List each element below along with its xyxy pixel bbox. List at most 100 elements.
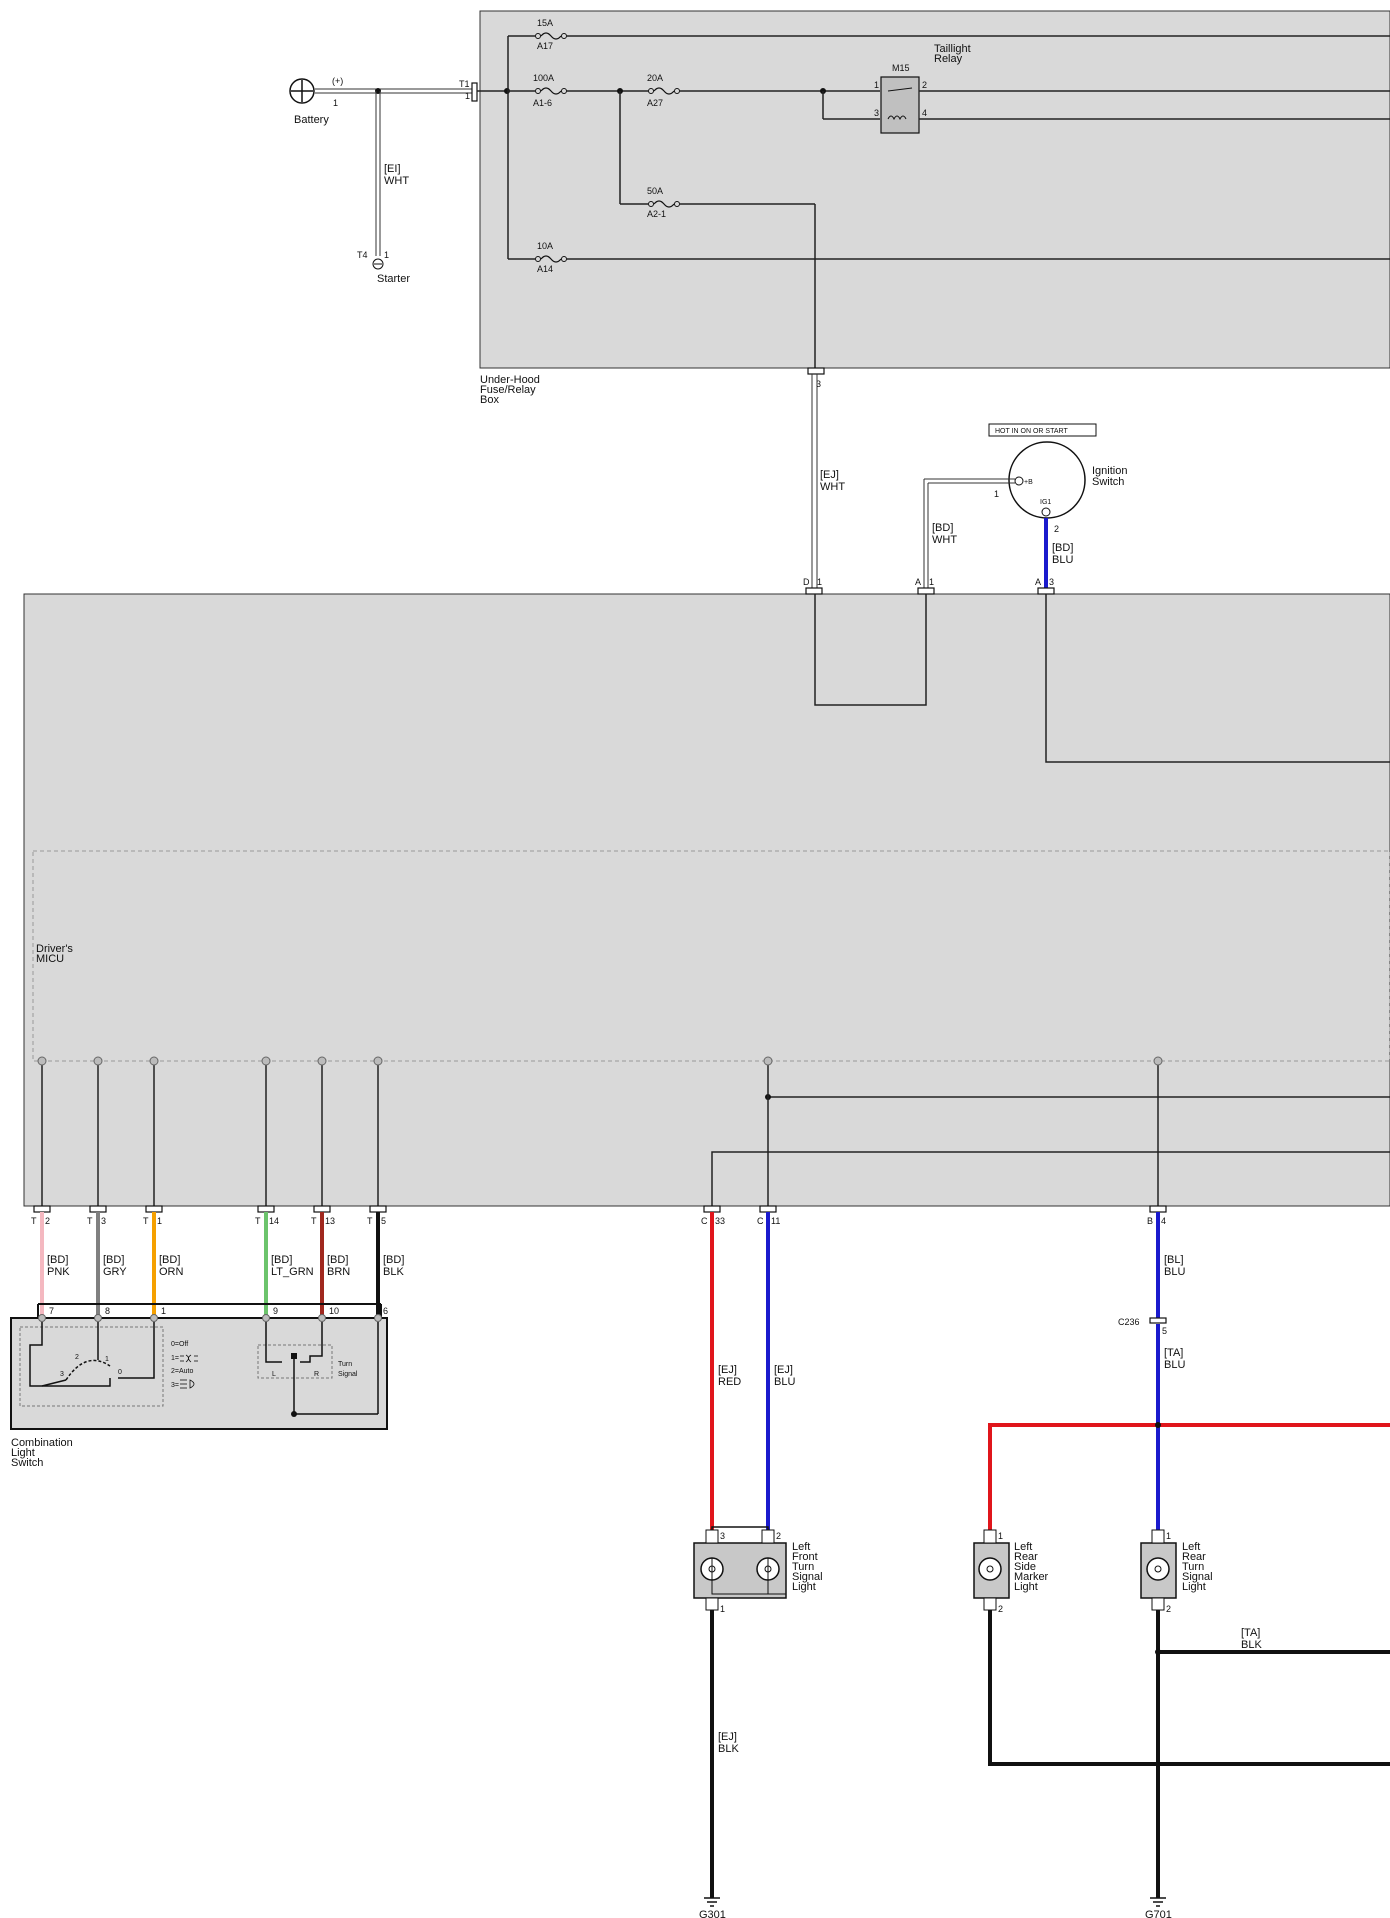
fuse-a14-id: A14 bbox=[537, 264, 553, 274]
starter-wire-code: [EI] bbox=[384, 163, 401, 175]
bulb-icon bbox=[978, 1557, 1002, 1581]
connector-letter: T bbox=[367, 1216, 373, 1226]
wire-code: [BD] bbox=[103, 1254, 124, 1266]
micu-name-1: Driver's bbox=[36, 943, 73, 955]
fuse-a2-1-rating: 50A bbox=[647, 186, 663, 196]
wire-code: [BD] bbox=[327, 1254, 348, 1266]
svg-text:6: 6 bbox=[383, 1306, 388, 1316]
rotary-position-0: 0 bbox=[118, 1369, 122, 1376]
turn-l: L bbox=[272, 1371, 276, 1378]
fuse-a27-icon bbox=[648, 87, 680, 95]
rear-turn-pin-g: 2 bbox=[1166, 1604, 1171, 1614]
hot-in-label: HOT IN ON OR START bbox=[995, 428, 1068, 435]
rear-turn-label: Left bbox=[1182, 1541, 1200, 1553]
side-marker-pin-g: 2 bbox=[998, 1604, 1003, 1614]
combo-name-2: Light bbox=[11, 1447, 35, 1459]
bd-blu-color: BLU bbox=[1052, 554, 1073, 566]
ignition-switch-icon bbox=[1008, 441, 1086, 519]
front-turn-label: Left bbox=[792, 1541, 810, 1553]
battery-label: Battery bbox=[294, 114, 329, 126]
bl-blu-code: [BL] bbox=[1164, 1254, 1184, 1266]
bulb-icon bbox=[1146, 1557, 1170, 1581]
c236-pin: 5 bbox=[1162, 1326, 1167, 1336]
starter-wire-color: WHT bbox=[384, 175, 409, 187]
fuse-a1-6-id: A1-6 bbox=[533, 98, 552, 108]
wire-color: PNK bbox=[47, 1266, 70, 1278]
bd-wht-color: WHT bbox=[932, 534, 957, 546]
fuse-a14-rating: 10A bbox=[537, 241, 553, 251]
connector-pin: 33 bbox=[715, 1216, 725, 1226]
rear-turn-label: Turn bbox=[1182, 1561, 1204, 1573]
bd-wht-code: [BD] bbox=[932, 522, 953, 534]
rotary-switch-icon bbox=[29, 1322, 155, 1387]
wire-code: [BD] bbox=[47, 1254, 68, 1266]
combo-legend-1: 1= bbox=[171, 1355, 179, 1362]
t1-connector bbox=[471, 82, 478, 102]
front-turn-pin-b: 2 bbox=[776, 1531, 781, 1541]
front-turn-label: Turn bbox=[792, 1561, 814, 1573]
ta-blu-color: BLU bbox=[1164, 1359, 1185, 1371]
side-marker-label: Side bbox=[1014, 1561, 1036, 1573]
combo-name-3: Switch bbox=[11, 1457, 43, 1469]
front-turn-pin-a: 3 bbox=[720, 1531, 725, 1541]
fuse-a27-rating: 20A bbox=[647, 73, 663, 83]
relay-name-2: Relay bbox=[934, 53, 963, 65]
side-marker-label: Light bbox=[1014, 1581, 1038, 1593]
ground-g301-icon bbox=[704, 1897, 720, 1907]
t-wire-labels: [BD] PNK [BD] GRY [BD] ORN [BD] LT_GRN [… bbox=[47, 1254, 404, 1278]
ground-g301-label: G301 bbox=[699, 1909, 726, 1918]
wire-color: LT_GRN bbox=[271, 1266, 314, 1278]
ignition-pin-2: 2 bbox=[1054, 524, 1059, 534]
connector-pin: 1 bbox=[157, 1216, 162, 1226]
ej-red-color: RED bbox=[718, 1376, 741, 1388]
connector-pin: 13 bbox=[325, 1216, 335, 1226]
wire-code: [BD] bbox=[159, 1254, 180, 1266]
side-marker-label: Rear bbox=[1014, 1551, 1038, 1563]
ta-blk-color: BLK bbox=[1241, 1639, 1262, 1651]
relay-pin-2: 2 bbox=[922, 80, 927, 90]
underhood-out-pin: 3 bbox=[816, 379, 821, 389]
ignition-name-1: Ignition bbox=[1092, 465, 1127, 477]
fuse-a2-1-icon bbox=[648, 200, 680, 208]
svg-text:1: 1 bbox=[817, 577, 822, 587]
turn-signal-switch-icon bbox=[265, 1322, 379, 1415]
side-marker-label: Marker bbox=[1014, 1571, 1049, 1583]
underhood-out-connector bbox=[807, 367, 825, 375]
ej-blk-code: [EJ] bbox=[718, 1731, 737, 1743]
micu-name-2: MICU bbox=[36, 953, 64, 965]
side-marker-pin-a: 1 bbox=[998, 1531, 1003, 1541]
front-turn-label: Light bbox=[792, 1581, 816, 1593]
rear-turn-label: Light bbox=[1182, 1581, 1206, 1593]
wire-code: [BD] bbox=[271, 1254, 292, 1266]
svg-text:9: 9 bbox=[273, 1306, 278, 1316]
wire-color: ORN bbox=[159, 1266, 184, 1278]
combo-legend-0: 0=Off bbox=[171, 1341, 188, 1348]
relay-pin-3: 3 bbox=[874, 108, 879, 118]
svg-text:A: A bbox=[1035, 577, 1041, 587]
fuse-a1-6-icon bbox=[535, 87, 567, 95]
starter-pin: 1 bbox=[384, 250, 389, 260]
fuse-a14-icon bbox=[535, 255, 567, 263]
turn-signal-section bbox=[257, 1344, 333, 1379]
svg-text:D: D bbox=[803, 577, 810, 587]
wire-color: BLK bbox=[383, 1266, 404, 1278]
micu-top-connector: D 1 bbox=[803, 577, 823, 595]
front-turn-label: Signal bbox=[792, 1571, 823, 1583]
ej-blk-color: BLK bbox=[718, 1743, 739, 1755]
relay-pin-4: 4 bbox=[922, 108, 927, 118]
ta-blu-code: [TA] bbox=[1164, 1347, 1183, 1359]
connector-letter: T bbox=[31, 1216, 37, 1226]
bd-blu-code: [BD] bbox=[1052, 542, 1073, 554]
combo-legend-3: 3= bbox=[171, 1382, 179, 1389]
combo-pin-labels: 7 8 1 9 10 6 bbox=[49, 1306, 388, 1316]
fuse-a17-rating: 15A bbox=[537, 18, 553, 28]
connector-letter: B bbox=[1147, 1216, 1153, 1226]
rotary-position-3: 3 bbox=[60, 1371, 64, 1378]
ej-blu-color: BLU bbox=[774, 1376, 795, 1388]
connector-pin: 2 bbox=[45, 1216, 50, 1226]
ground-g701-icon bbox=[1150, 1897, 1166, 1907]
fuse-a17-icon bbox=[535, 32, 567, 40]
rear-turn-label: Signal bbox=[1182, 1571, 1213, 1583]
starter-conn: T4 bbox=[357, 250, 368, 260]
battery-icon bbox=[289, 78, 315, 104]
